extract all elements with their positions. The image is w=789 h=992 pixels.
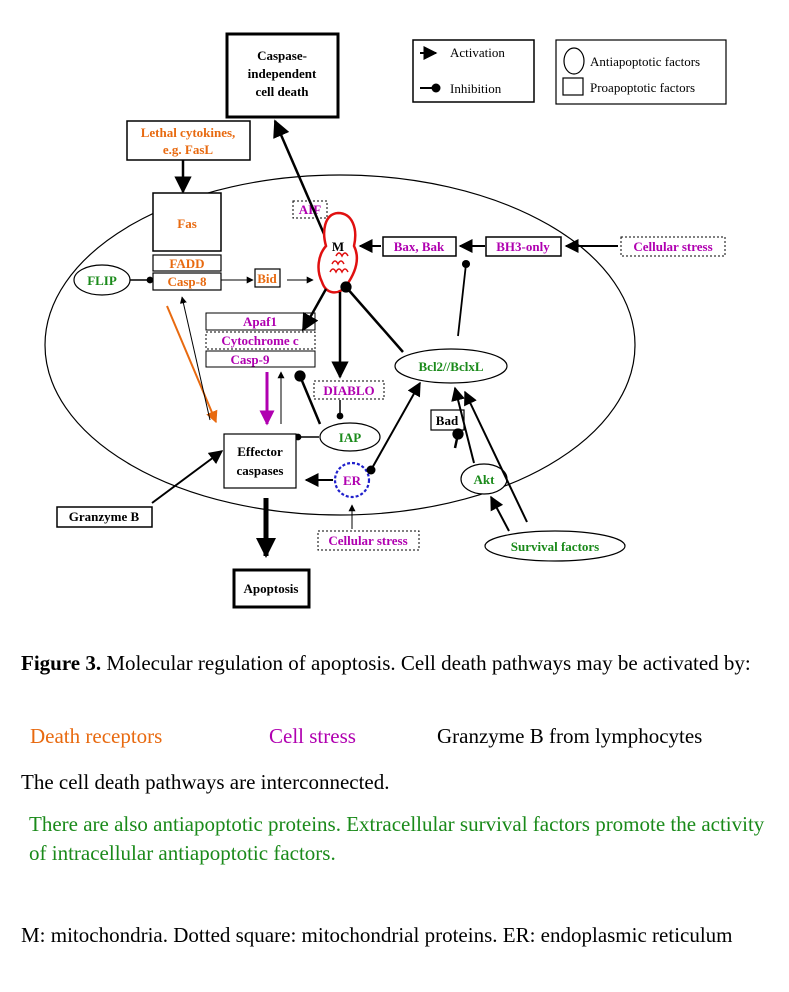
bid-box bbox=[254, 268, 281, 288]
effector-caspases-box bbox=[223, 433, 297, 489]
legend-inhibition-label: Inhibition bbox=[450, 81, 502, 96]
svg-text:Effector: Effector bbox=[237, 444, 283, 459]
er-node bbox=[333, 461, 371, 499]
survival-factors-node bbox=[484, 530, 626, 562]
mito-to-apoptosome-arrow bbox=[301, 288, 328, 332]
iap-inhibits-casp9 bbox=[294, 370, 322, 425]
cellular-stress-top-box bbox=[620, 236, 726, 257]
casp8-label: Casp-8 bbox=[167, 274, 207, 289]
fadd-box bbox=[152, 254, 222, 272]
death-receptors-label: Death receptors bbox=[30, 724, 163, 748]
bcl2-inhibits-mito bbox=[340, 281, 404, 353]
bid-label: Bid bbox=[257, 271, 277, 286]
iap-label: IAP bbox=[339, 430, 361, 445]
figure-caption-text: Molecular regulation of apoptosis. Cell … bbox=[101, 651, 751, 675]
legend-activation-label: Activation bbox=[450, 45, 505, 60]
flip-label: FLIP bbox=[87, 273, 117, 288]
bax-bak-label: Bax, Bak bbox=[394, 239, 445, 254]
er-bcl2-link bbox=[366, 381, 421, 475]
cellular-stress-bottom-box bbox=[317, 530, 420, 551]
svg-text:Lethal cytokines,: Lethal cytokines, bbox=[141, 125, 236, 140]
bh3-only-box bbox=[485, 236, 562, 257]
er-label: ER bbox=[343, 473, 362, 488]
legend-proapoptotic-label: Proapoptotic factors bbox=[590, 80, 695, 95]
diablo-label: DIABLO bbox=[323, 383, 374, 398]
interconnected-note: The cell death pathways are interconnect… bbox=[21, 770, 390, 794]
effector-feedback-casp8-arrow bbox=[179, 296, 211, 421]
cell-membrane bbox=[44, 174, 636, 516]
fas-box bbox=[152, 192, 222, 252]
bcl2-node bbox=[394, 348, 508, 384]
mito-label: M bbox=[332, 239, 344, 254]
svg-text:cell death: cell death bbox=[255, 84, 309, 99]
caspase-independent-death-box: Caspase- independent cell death bbox=[225, 32, 340, 119]
svg-text:e.g. FasL: e.g. FasL bbox=[163, 142, 214, 157]
antiapoptotic-note: There are also antiapoptotic proteins. E… bbox=[29, 812, 765, 865]
pathway-types-row: Death receptors Cell stress Granzyme B f… bbox=[30, 722, 770, 751]
apoptosis-label: Apoptosis bbox=[244, 581, 299, 596]
casp9-label: Casp-9 bbox=[230, 352, 270, 367]
bcl2-inhibits-bh3 bbox=[457, 259, 471, 337]
bcl2-label: Bcl2//BclxL bbox=[419, 359, 484, 374]
svg-text:Caspase-: Caspase- bbox=[257, 48, 307, 63]
legend-factor-shapes: Antiapoptotic factors Proapoptotic facto… bbox=[555, 39, 727, 105]
lethal-cytokines-box: Lethal cytokines, e.g. FasL bbox=[126, 120, 251, 161]
survival-to-bcl2-arrow bbox=[464, 390, 528, 523]
cytochrome-c-box bbox=[205, 331, 316, 350]
figure-label: Figure 3. bbox=[21, 651, 102, 675]
aif-to-caspase-independent-arrow bbox=[273, 119, 326, 235]
bad-label: Bad bbox=[436, 413, 459, 428]
ellipse-shape-icon bbox=[563, 47, 585, 75]
granzyme-to-effector-arrow bbox=[151, 450, 224, 504]
akt-label: Akt bbox=[474, 472, 496, 487]
mitochondrion: M bbox=[317, 211, 358, 294]
bax-bak-box bbox=[382, 236, 457, 257]
footnote: M: mitochondria. Dotted square: mitochon… bbox=[21, 923, 733, 947]
figure-caption: Figure 3. Molecular regulation of apopto… bbox=[21, 649, 766, 678]
akt-inhibits-bad bbox=[452, 428, 464, 449]
square-shape-icon bbox=[562, 77, 584, 96]
granzyme-b-label: Granzyme B bbox=[69, 509, 140, 524]
apoptosis-diagram: Activation Inhibition Antiapoptotic fact… bbox=[44, 32, 727, 609]
cytochrome-c-label: Cytochrome c bbox=[221, 333, 299, 348]
casp9-box bbox=[205, 350, 316, 368]
granzyme-b-box bbox=[56, 506, 153, 528]
granzyme-lymphocytes-label: Granzyme B from lymphocytes bbox=[437, 724, 703, 748]
casp8-to-effector-arrow bbox=[166, 305, 218, 424]
svg-text:caspases: caspases bbox=[237, 463, 284, 478]
akt-to-bcl2-arrow bbox=[451, 386, 475, 464]
cellular-stress-bottom-label: Cellular stress bbox=[328, 533, 407, 548]
survival-to-akt-arrow bbox=[490, 495, 510, 532]
svg-text:independent: independent bbox=[248, 66, 317, 81]
cellular-stress-top-label: Cellular stress bbox=[633, 239, 712, 254]
legend-activation-inhibition: Activation Inhibition bbox=[412, 39, 535, 103]
legend-antiapoptotic-label: Antiapoptotic factors bbox=[590, 54, 700, 69]
fas-label: Fas bbox=[177, 216, 197, 231]
bh3-only-label: BH3-only bbox=[496, 239, 550, 254]
cell-stress-label: Cell stress bbox=[269, 724, 356, 748]
apaf1-label: Apaf1 bbox=[243, 314, 277, 329]
fadd-label: FADD bbox=[169, 256, 204, 271]
survival-factors-label: Survival factors bbox=[511, 539, 599, 554]
apoptosis-box bbox=[232, 568, 311, 609]
